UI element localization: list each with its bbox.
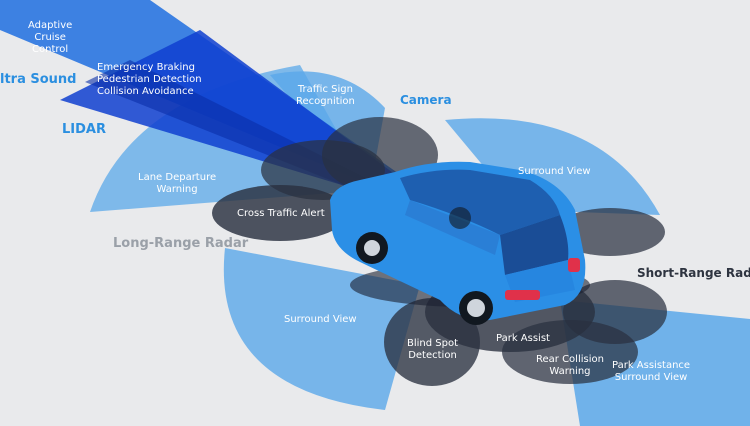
- rear-right-zone: [555, 208, 665, 256]
- adaptive-cruise-label: Adaptive Cruise Control: [28, 20, 72, 56]
- emergency-line-3: Collision Avoidance: [97, 86, 194, 97]
- blind-spot-label: Blind Spot Detection: [407, 338, 458, 362]
- lane-departure-line-1: Lane Departure: [138, 172, 217, 183]
- adaptive-cruise-line-3: Control: [32, 44, 69, 55]
- rear-short-range-zone: [563, 280, 667, 344]
- surround-view-top-label: Surround View: [518, 166, 591, 177]
- long-range-radar-label: Long-Range Radar: [113, 236, 249, 251]
- adaptive-cruise-line-1: Adaptive: [28, 20, 73, 31]
- traffic-sign-line-2: Recognition: [296, 96, 355, 107]
- lane-departure-label: Lane Departure Warning: [138, 172, 216, 196]
- park-assistance-label: Park Assistance Surround View: [612, 360, 690, 384]
- rear-collision-line-1: Rear Collision: [536, 354, 604, 365]
- short-range-radar-label: Short-Range Rada: [637, 266, 750, 280]
- traffic-sign-label: Traffic Sign Recognition: [296, 84, 355, 108]
- blind-spot-line-2: Detection: [408, 350, 457, 361]
- car-illustration: [330, 161, 590, 325]
- lidar-label: LIDAR: [62, 122, 106, 137]
- rear-collision-label: Rear Collision Warning: [536, 354, 604, 378]
- blind-spot-line-1: Blind Spot: [407, 338, 459, 349]
- cross-traffic-label: Cross Traffic Alert: [237, 208, 325, 219]
- emergency-line-2: Pedestrian Detection: [97, 74, 202, 85]
- park-assist-label: Park Assist: [496, 333, 550, 344]
- ultra-sound-label: ltra Sound: [0, 72, 77, 87]
- emergency-line-1: Emergency Braking: [97, 62, 195, 73]
- surround-view-left-label: Surround View: [284, 314, 357, 325]
- emergency-braking-label: Emergency Braking Pedestrian Detection C…: [97, 62, 202, 98]
- camera-label: Camera: [400, 93, 452, 107]
- park-assistance-line-1: Park Assistance: [612, 360, 691, 371]
- rear-collision-line-2: Warning: [549, 366, 591, 377]
- surround-view-front-zone: [445, 118, 660, 215]
- park-assistance-line-2: Surround View: [614, 372, 688, 383]
- lane-departure-line-2: Warning: [156, 184, 198, 195]
- traffic-sign-line-1: Traffic Sign: [297, 84, 353, 95]
- adaptive-cruise-line-2: Cruise: [34, 32, 66, 43]
